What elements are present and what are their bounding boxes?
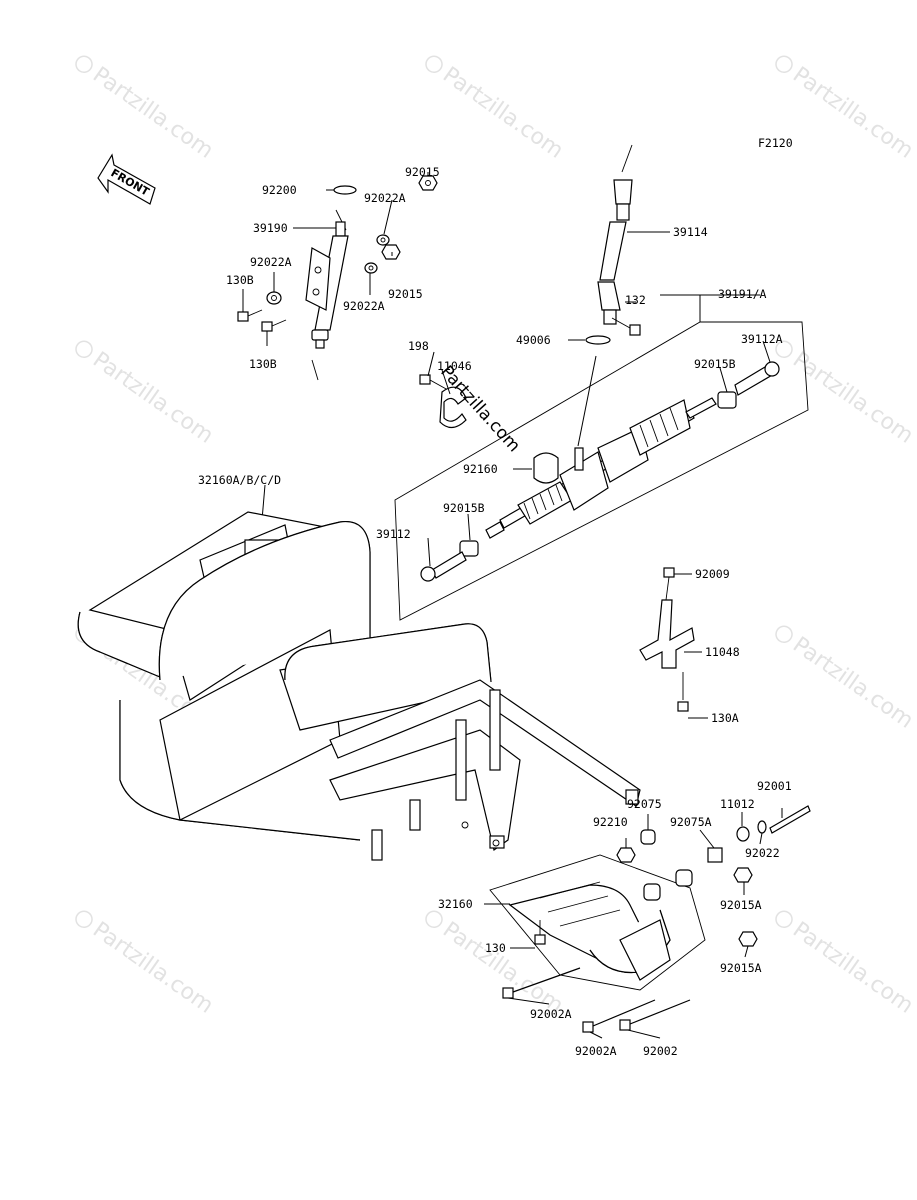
part-label[interactable]: 32160A/B/C/D bbox=[198, 473, 281, 487]
part-label[interactable]: 92015B bbox=[694, 357, 736, 371]
suspension-arm-32160 bbox=[484, 805, 811, 1039]
part-label[interactable]: 92022A bbox=[250, 255, 292, 269]
watermark-text: Partzilla.com bbox=[436, 362, 524, 456]
part-label[interactable]: 132 bbox=[625, 293, 646, 307]
part-label[interactable]: 92022A bbox=[343, 299, 385, 313]
part-label[interactable]: 92015A bbox=[720, 961, 762, 975]
part-label[interactable]: 11012 bbox=[720, 797, 755, 811]
watermark-text: Partzilla.com bbox=[438, 62, 568, 163]
part-label[interactable]: 130 bbox=[485, 941, 506, 955]
steering-gearbox-outline bbox=[394, 321, 809, 621]
clamp-11046 bbox=[419, 351, 467, 429]
part-label[interactable]: 92015 bbox=[388, 287, 423, 301]
watermark-text: Partzilla.com bbox=[788, 632, 917, 733]
part-label[interactable]: 39190 bbox=[253, 221, 288, 235]
part-label[interactable]: 39114 bbox=[673, 225, 708, 239]
part-label[interactable]: 92002 bbox=[643, 1044, 678, 1058]
part-label[interactable]: 39112 bbox=[376, 527, 411, 541]
part-label[interactable]: 92075 bbox=[627, 797, 662, 811]
part-label[interactable]: 92160 bbox=[463, 462, 498, 476]
part-label[interactable]: 92022A bbox=[364, 191, 406, 205]
part-label[interactable]: 39191/A bbox=[718, 287, 767, 301]
figure-code: F2120 bbox=[758, 136, 793, 150]
part-label[interactable]: 92001 bbox=[757, 779, 792, 793]
tie-rod-end-left bbox=[420, 513, 479, 582]
part-label[interactable]: 92015B bbox=[443, 501, 485, 515]
watermark-text: Partzilla.com bbox=[88, 917, 218, 1018]
steering-shaft-assembly bbox=[597, 144, 670, 336]
part-label[interactable]: 92210 bbox=[593, 815, 628, 829]
part-label[interactable]: 130B bbox=[226, 273, 254, 287]
watermark-text: Partzilla.com bbox=[788, 917, 917, 1018]
part-label[interactable]: 92009 bbox=[695, 567, 730, 581]
part-label[interactable]: 130B bbox=[249, 357, 277, 371]
watermark-text: Partzilla.com bbox=[788, 62, 917, 163]
part-label[interactable]: 130A bbox=[711, 711, 739, 725]
part-label[interactable]: 92200 bbox=[262, 183, 297, 197]
part-label[interactable]: 198 bbox=[408, 339, 429, 353]
part-label[interactable]: 92075A bbox=[670, 815, 712, 829]
part-label[interactable]: 92002A bbox=[530, 1007, 572, 1021]
part-label[interactable]: 49006 bbox=[516, 333, 551, 347]
part-label[interactable]: 92002A bbox=[575, 1044, 617, 1058]
part-label[interactable]: 92022 bbox=[745, 846, 780, 860]
front-arrow-icon: FRONT bbox=[97, 153, 156, 205]
main-frame bbox=[77, 484, 641, 861]
part-label[interactable]: 11048 bbox=[705, 645, 740, 659]
part-label[interactable]: 92015 bbox=[405, 165, 440, 179]
tie-rod-end-right bbox=[717, 340, 780, 409]
steering-rack bbox=[485, 397, 717, 539]
part-label[interactable]: 32160 bbox=[438, 897, 473, 911]
part-label[interactable]: 39112A bbox=[741, 332, 783, 346]
watermark-text: Partzilla.com bbox=[88, 347, 218, 448]
bracket-11048 bbox=[639, 567, 708, 719]
steering-stem-assembly bbox=[237, 172, 438, 381]
part-label[interactable]: 11046 bbox=[437, 359, 472, 373]
watermark-text: Partzilla.com bbox=[88, 62, 218, 163]
grommet-92160 bbox=[533, 452, 559, 484]
part-label[interactable]: 92015A bbox=[720, 898, 762, 912]
